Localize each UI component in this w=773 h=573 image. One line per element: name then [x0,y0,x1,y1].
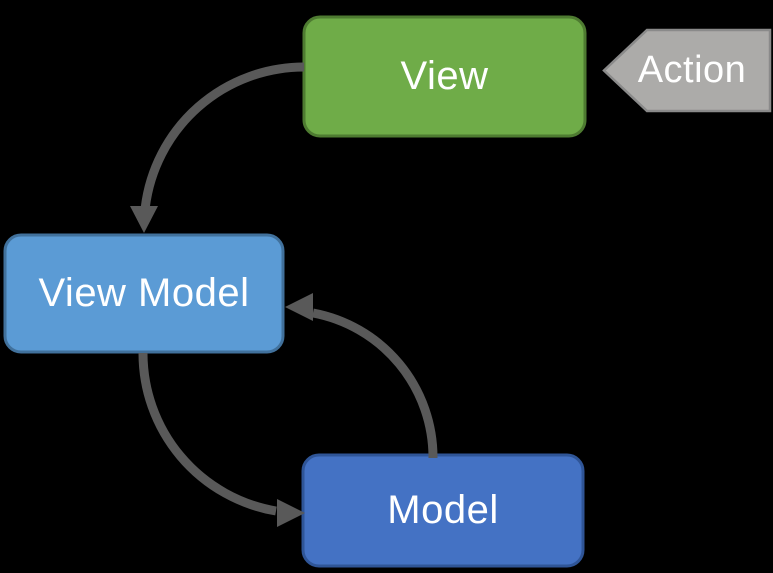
connector-model-to-viewmodel [312,308,438,459]
model-node [301,453,585,568]
arrowhead-viewmodel-to-model-icon [277,499,305,527]
connector-view-to-viewmodel [140,62,305,208]
action-pointer-shape [602,28,772,113]
view-node [302,15,587,138]
connector-viewmodel-to-model [138,352,277,516]
view-model-node [3,233,285,354]
arrowhead-view-to-viewmodel-icon [130,206,158,233]
arrowhead-model-to-viewmodel-icon [285,293,313,321]
